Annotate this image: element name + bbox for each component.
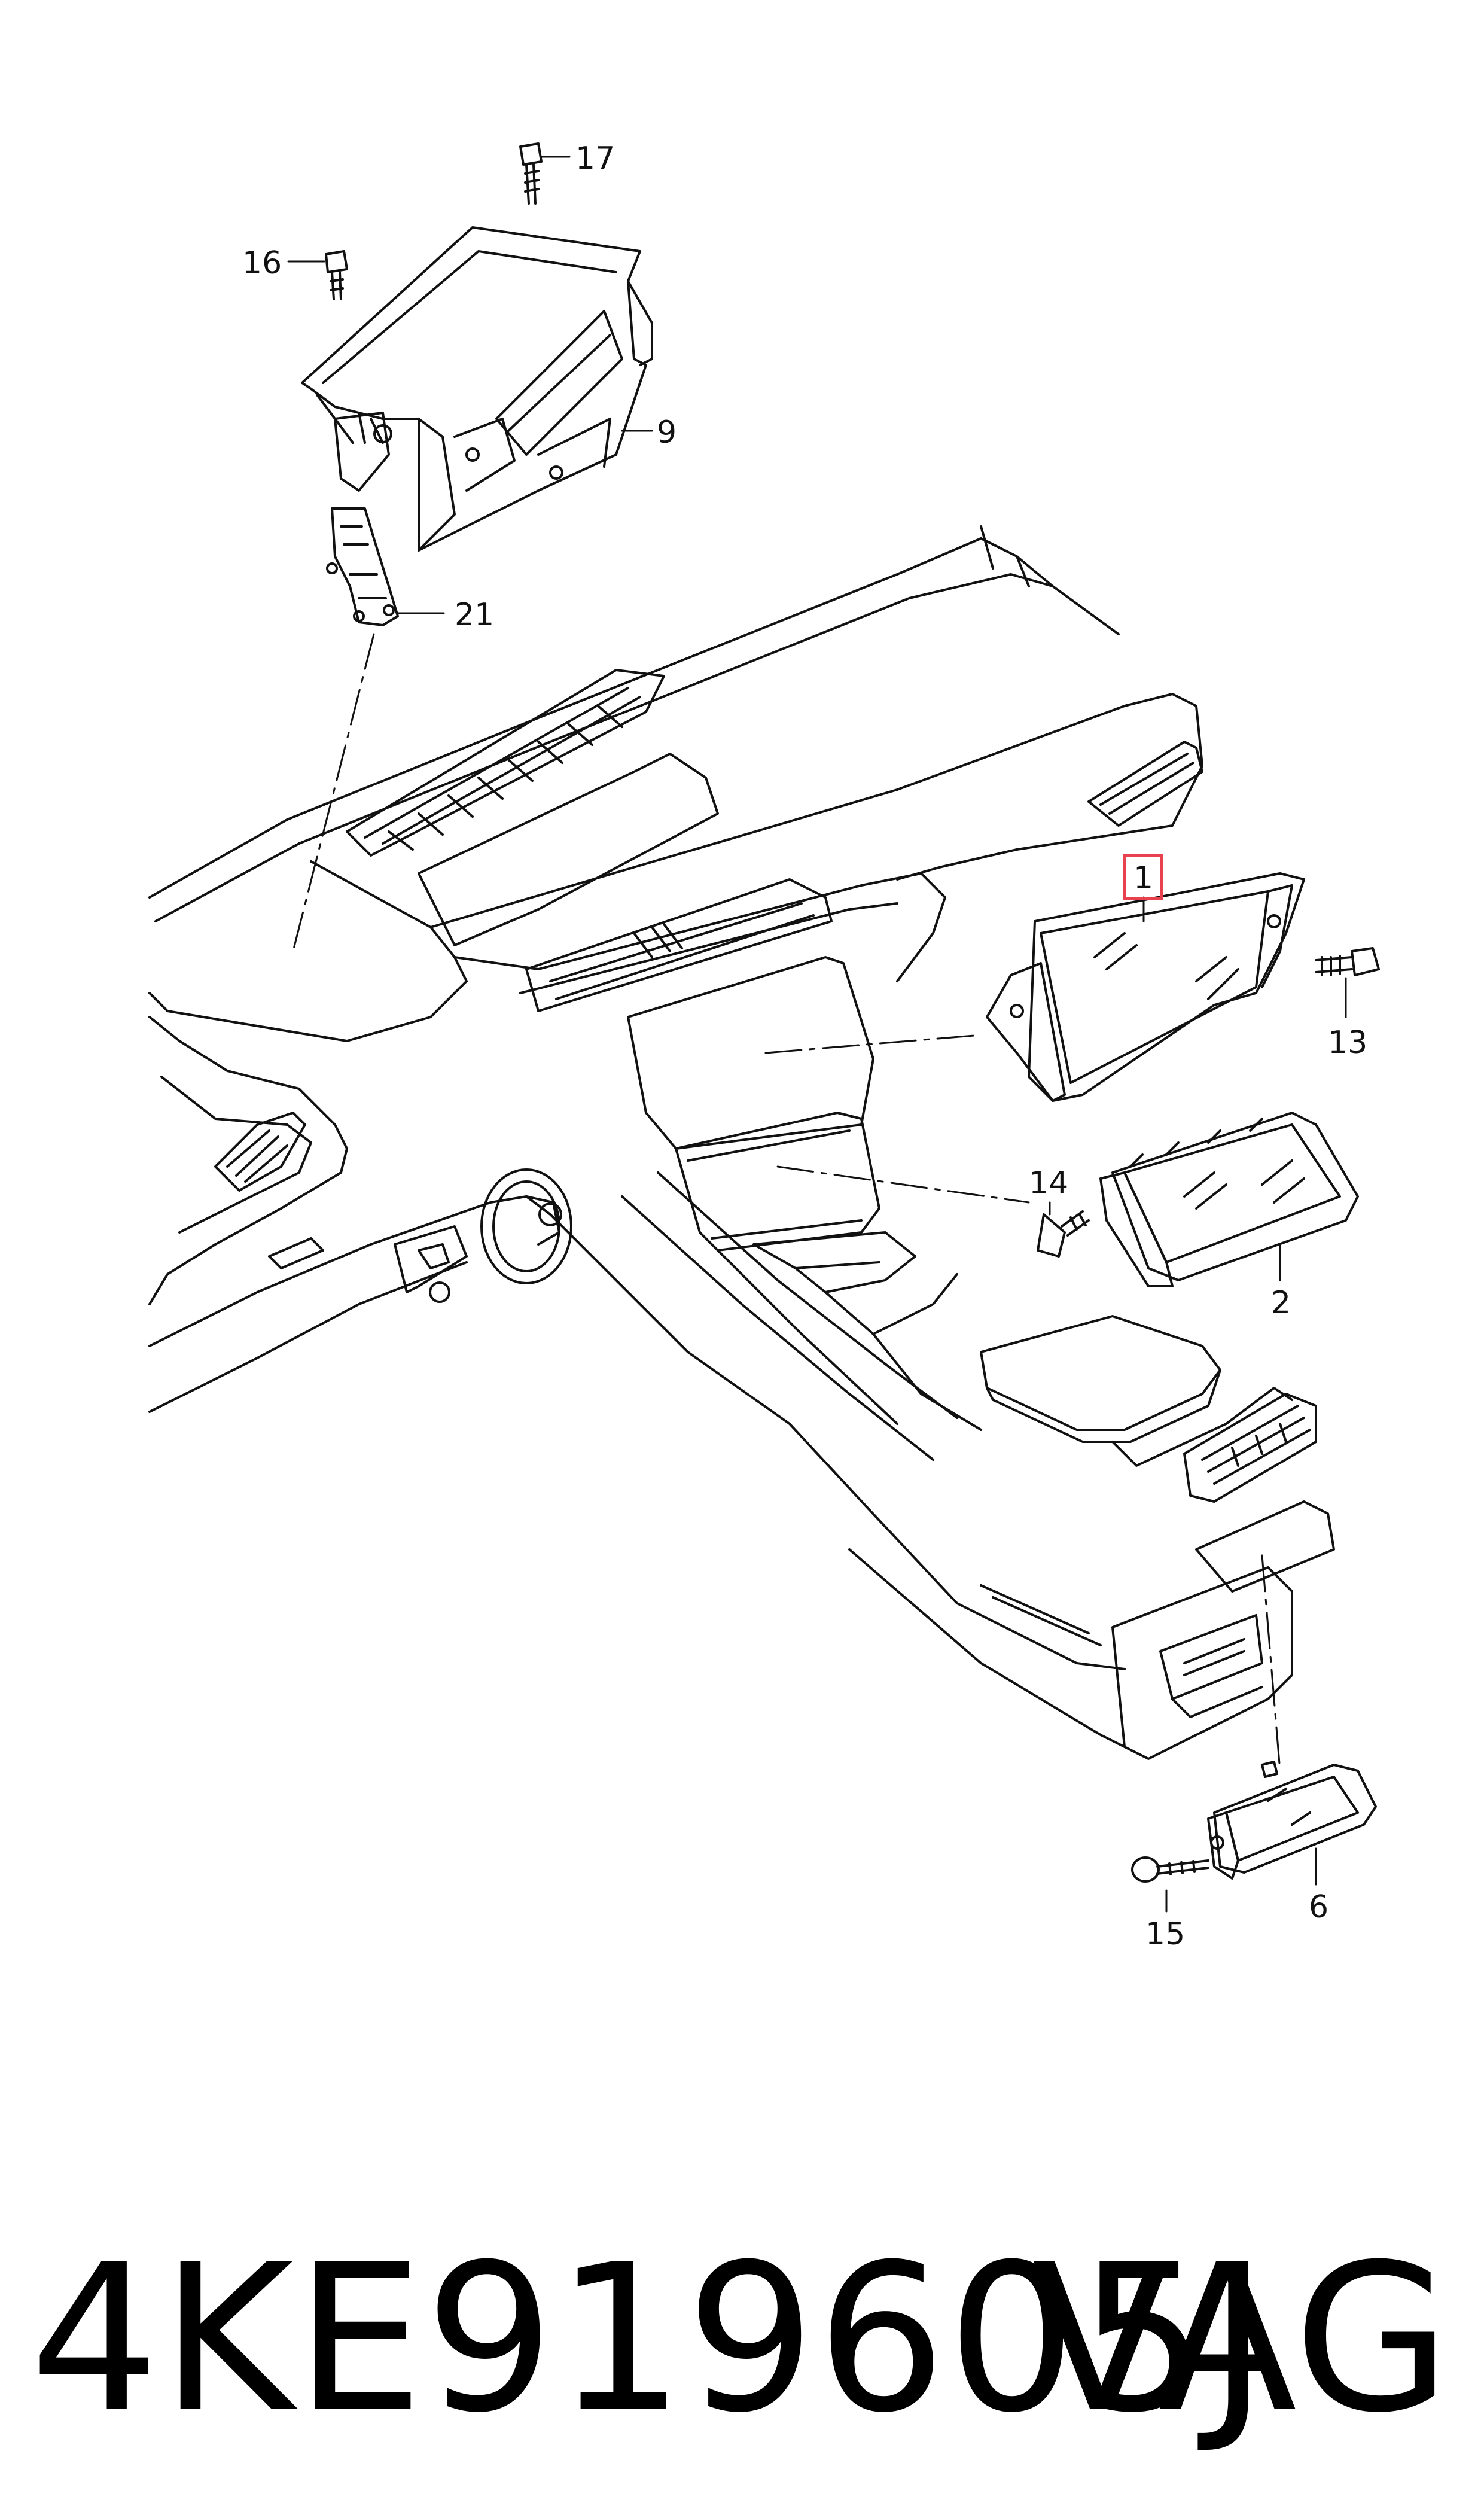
callout-14: 14 <box>1029 1165 1068 1201</box>
callout-21: 21 <box>455 597 494 633</box>
callout-17: 17 <box>575 141 615 176</box>
callout-16: 16 <box>242 245 282 281</box>
bracket-21 <box>326 507 399 626</box>
screw-17 <box>519 142 543 205</box>
screw-15 <box>1131 1856 1209 1883</box>
callout-15: 15 <box>1145 1916 1185 1952</box>
callout-6: 6 <box>1309 1889 1328 1925</box>
callout-2: 2 <box>1271 1285 1291 1321</box>
highlight-box <box>1123 854 1163 900</box>
hud-unit-9 <box>301 226 653 552</box>
brand-label: VAG <box>1032 2221 1451 2458</box>
part-number: 4KE919605J <box>30 2221 1270 2458</box>
screw-16 <box>325 250 348 300</box>
callout-13: 13 <box>1328 1025 1367 1061</box>
screw-14 <box>1037 1210 1090 1258</box>
leader-lines <box>287 156 1347 1913</box>
assembly-lines <box>292 633 1281 1772</box>
display-unit-6 <box>1207 1761 1377 1880</box>
screw-13 <box>1315 947 1380 976</box>
callout-1: 1 <box>1133 860 1153 896</box>
dashboard <box>148 525 1335 1760</box>
callout-9: 9 <box>657 415 677 450</box>
display-unit-1 <box>986 872 1305 1102</box>
display-unit-2 <box>1099 1112 1359 1287</box>
